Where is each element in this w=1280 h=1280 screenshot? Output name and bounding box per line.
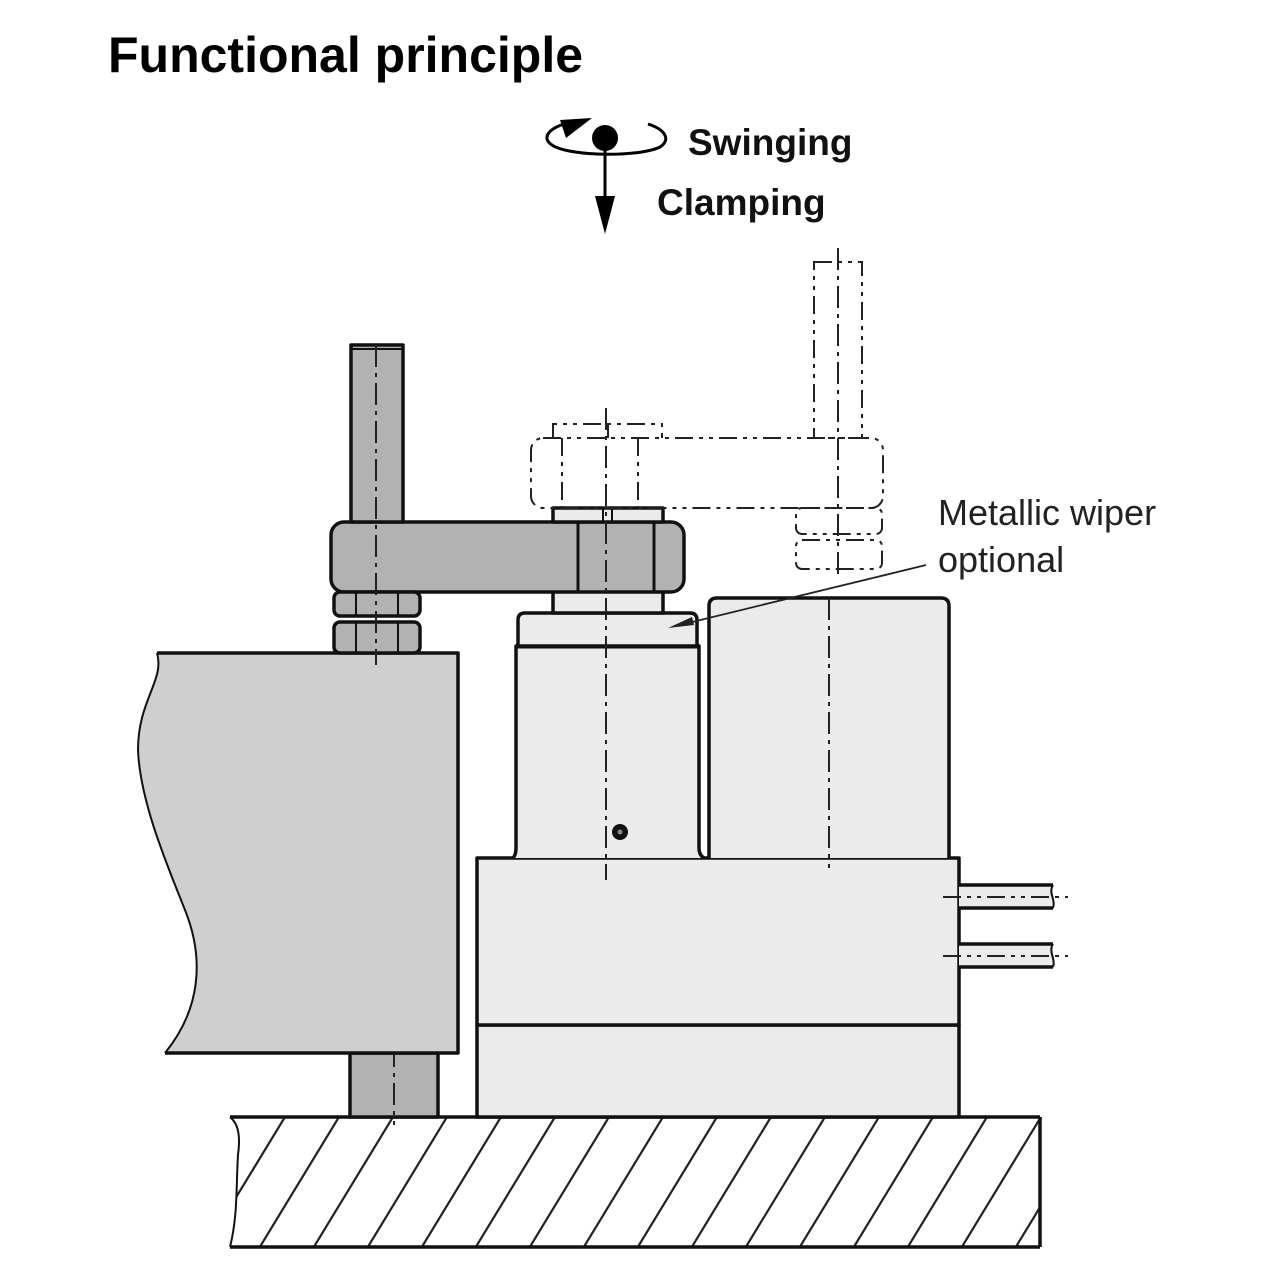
page-title: Functional principle: [108, 27, 583, 83]
clamp-arm-phantom: [530, 248, 884, 580]
hatch-line: [581, 1117, 667, 1247]
metallic-wiper: [516, 611, 699, 648]
swing-clamp-cylinder: [511, 643, 705, 860]
motion-symbol: [545, 118, 668, 234]
base-plate: [229, 1112, 1152, 1250]
piston-rod-collar: [551, 589, 665, 615]
cylinder-base-block: [475, 856, 961, 1119]
hatch-line: [473, 1117, 559, 1247]
hatch-line: [905, 1117, 991, 1247]
workpiece: [136, 651, 460, 1055]
hatch-line: [851, 1117, 937, 1247]
arm-washer: [551, 506, 665, 524]
rotation-arrow-icon: [545, 118, 668, 156]
support-pin: [348, 1045, 440, 1125]
hatch-line: [419, 1117, 505, 1247]
clamping-label: Clamping: [657, 182, 826, 223]
hatch-line: [1013, 1117, 1040, 1247]
hatch-line: [743, 1117, 829, 1247]
callout-line-2: optional: [938, 539, 1064, 580]
hatch-line: [635, 1117, 721, 1247]
clamp-arm: [329, 520, 686, 594]
hatch-line: [689, 1117, 775, 1247]
hatch-line: [365, 1117, 451, 1247]
hatch-line: [959, 1117, 1040, 1247]
wiper-callout-leader: [668, 564, 927, 628]
hatch-line: [311, 1117, 397, 1247]
swinging-label: Swinging: [688, 122, 852, 163]
hydraulic-port-upper: [943, 883, 1068, 910]
valve-housing: [707, 596, 951, 868]
hatch-line: [257, 1117, 343, 1247]
hatch-line: [230, 1117, 289, 1247]
hatch-line: [797, 1117, 883, 1247]
hatch-line: [527, 1117, 613, 1247]
hatch-line: [1068, 1112, 1152, 1250]
hatch-line: [230, 1117, 235, 1247]
down-arrow-icon: [595, 150, 615, 234]
callout-line-1: Metallic wiper: [938, 492, 1156, 533]
hydraulic-port-lower: [943, 942, 1068, 969]
